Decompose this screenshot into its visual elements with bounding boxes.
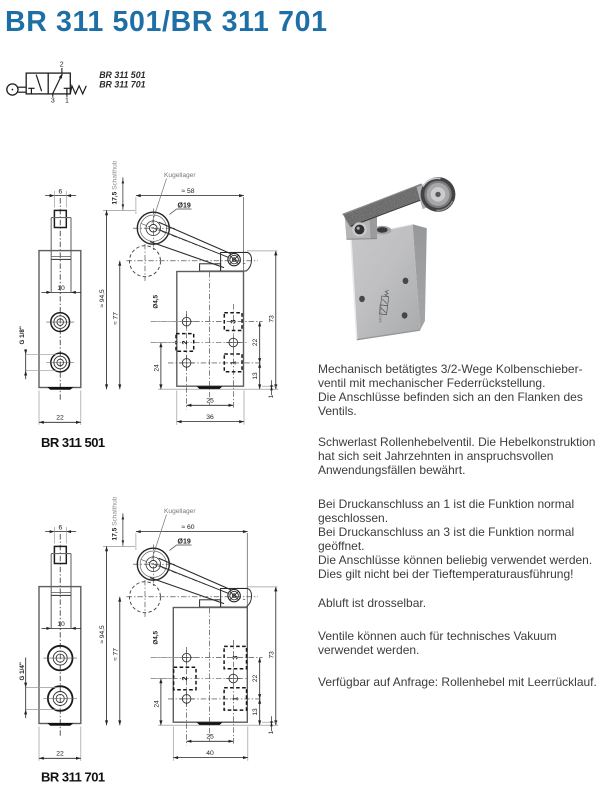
svg-text:BR 311 701: BR 311 701 — [99, 80, 145, 90]
svg-text:17,5 Schalthub: 17,5 Schalthub — [111, 496, 118, 540]
svg-text:BR 311 501: BR 311 501 — [41, 435, 105, 450]
svg-text:≈ 77: ≈ 77 — [112, 648, 119, 661]
svg-text:1: 1 — [268, 394, 275, 398]
svg-text:G 1/8": G 1/8" — [19, 326, 26, 344]
svg-text:2: 2 — [60, 61, 64, 68]
svg-text:1: 1 — [65, 97, 69, 104]
svg-text:BR 311 701: BR 311 701 — [41, 770, 105, 785]
svg-text:25: 25 — [206, 734, 214, 741]
svg-text:Ø19: Ø19 — [178, 539, 191, 546]
svg-text:13: 13 — [252, 372, 259, 380]
svg-text:6: 6 — [59, 188, 63, 195]
svg-text:BR311-501: BR311-501 — [379, 305, 383, 323]
svg-text:3: 3 — [51, 97, 55, 104]
svg-text:≈ 94,5: ≈ 94,5 — [99, 289, 106, 308]
svg-text:BR 311 501: BR 311 501 — [99, 70, 145, 80]
svg-text:Ø4,5: Ø4,5 — [152, 630, 159, 644]
svg-text:40: 40 — [206, 750, 214, 757]
svg-text:36: 36 — [206, 414, 214, 421]
svg-text:6: 6 — [59, 524, 63, 531]
svg-text:25: 25 — [206, 398, 214, 405]
svg-text:≈ 77: ≈ 77 — [112, 312, 119, 325]
svg-text:Ø19: Ø19 — [178, 203, 191, 210]
svg-text:17,5 Schalthub: 17,5 Schalthub — [111, 160, 118, 204]
svg-text:13: 13 — [252, 708, 259, 716]
svg-text:G 1/4": G 1/4" — [19, 662, 26, 680]
svg-text:3: 3 — [229, 320, 238, 324]
svg-text:22: 22 — [56, 415, 64, 422]
svg-text:≈ 94,5: ≈ 94,5 — [99, 625, 106, 644]
svg-text:≈ 60: ≈ 60 — [181, 524, 194, 531]
svg-text:1: 1 — [268, 730, 275, 734]
svg-text:Ø4,5: Ø4,5 — [152, 294, 159, 308]
svg-text:10: 10 — [57, 285, 65, 292]
svg-text:73: 73 — [268, 651, 275, 659]
svg-text:Kugellager: Kugellager — [164, 508, 196, 515]
svg-text:24: 24 — [153, 700, 160, 708]
svg-text:24: 24 — [153, 364, 160, 372]
svg-text:22: 22 — [252, 674, 259, 682]
svg-text:73: 73 — [268, 315, 275, 323]
svg-text:10: 10 — [57, 621, 65, 628]
svg-text:22: 22 — [56, 751, 64, 758]
svg-text:≈ 58: ≈ 58 — [181, 188, 194, 195]
svg-text:22: 22 — [252, 338, 259, 346]
svg-text:Kugellager: Kugellager — [164, 172, 196, 179]
